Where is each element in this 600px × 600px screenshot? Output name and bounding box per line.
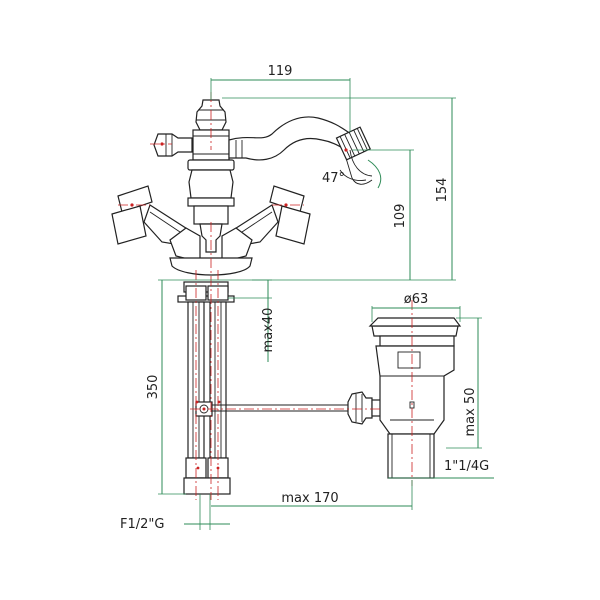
column-mid xyxy=(188,169,234,199)
popup-rod xyxy=(212,391,383,425)
dim-max-rod-length: max 170 xyxy=(281,491,338,506)
dim-outlet-height: 109 xyxy=(393,204,408,229)
dim-spray-angle: 47° xyxy=(322,171,345,186)
dim-total-height: 154 xyxy=(435,178,450,203)
dim-shank-length: 350 xyxy=(146,375,161,400)
waste-tail xyxy=(387,433,435,479)
supply-shanks xyxy=(177,281,235,495)
outlet-nozzle xyxy=(335,126,371,161)
center-lines xyxy=(118,92,413,500)
dim-waste-diameter: ø63 xyxy=(404,292,429,307)
column-collar xyxy=(187,159,235,171)
dim-waste-thread: 1"1/4G xyxy=(444,459,489,474)
waste-body xyxy=(375,345,455,435)
dim-waste-height: max 50 xyxy=(463,388,478,437)
dimension-labels: 119 154 109 47° 350 max40 ø63 max 50 1"1… xyxy=(120,64,489,532)
mixer-assembly xyxy=(111,99,373,276)
left-handle xyxy=(111,185,201,263)
dim-supply-thread: F1/2"G xyxy=(120,517,164,532)
rod-knob xyxy=(347,391,373,425)
right-handle xyxy=(221,185,311,263)
dim-spout-reach: 119 xyxy=(268,64,293,79)
spray-cone xyxy=(345,149,373,185)
dim-max-worktop: max40 xyxy=(261,308,276,353)
waste-plug xyxy=(371,325,459,337)
side-knob xyxy=(153,133,193,157)
dimension-lines xyxy=(158,78,494,530)
spout xyxy=(228,116,351,161)
supply-connector xyxy=(183,477,231,495)
diverter-valve xyxy=(199,223,223,253)
waste-assembly xyxy=(368,317,462,479)
